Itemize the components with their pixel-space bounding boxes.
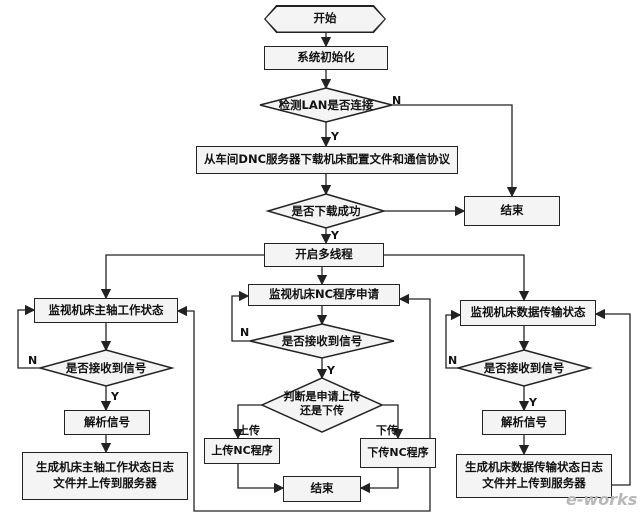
left-gen-label: 生成机床主轴工作状态日志文件并上传到服务器	[36, 460, 174, 490]
mid-recv-no-label: N	[240, 326, 250, 339]
start-terminal-outline: 开始	[264, 5, 386, 33]
download-label: 从车间DNC服务器下载机床配置文件和通信协议	[203, 152, 451, 167]
init-label: 系统初始化	[297, 50, 355, 65]
right-gen-label: 生成机床数据传输状态日志文件并上传到服务器	[465, 460, 603, 490]
upload-nc-box: 上传NC程序	[204, 438, 280, 464]
watermark-logo: e-works	[566, 490, 638, 509]
monitor-data-label: 监视机床数据传输状态	[470, 305, 586, 320]
diamond-left-recv	[37, 349, 175, 387]
right-recv-yes-label: Y	[529, 396, 537, 409]
monitor-nc-label: 监视机床NC程序申请	[268, 287, 380, 302]
left-parse-label: 解析信号	[84, 414, 130, 429]
diamond-mid-recv	[249, 323, 395, 359]
download-nc-box: 下传NC程序	[360, 438, 436, 468]
right-recv-label: 是否接收到信号	[483, 361, 565, 375]
end-mid-label: 结束	[310, 481, 334, 496]
diamond-right-recv	[455, 349, 593, 387]
upload-branch-label: 上传	[238, 424, 260, 437]
left-recv-yes-label: Y	[111, 390, 119, 403]
left-parse-box: 解析信号	[64, 410, 150, 435]
start-label: 开始	[313, 11, 337, 26]
monitor-nc-box: 监视机床NC程序申请	[248, 284, 400, 306]
download-nc-label: 下传NC程序	[367, 445, 429, 459]
right-parse-label: 解析信号	[501, 414, 547, 429]
download-branch-label: 下传	[376, 424, 398, 437]
multithread-label: 开启多线程	[295, 247, 353, 262]
diamond-download-ok	[265, 193, 387, 229]
mid-judge-label: 判断是申请上传还是下传	[283, 390, 361, 418]
mid-recv-yes-label: Y	[327, 364, 335, 377]
monitor-spindle-label: 监视机床主轴工作状态	[48, 302, 164, 317]
left-recv-label: 是否接收到信号	[65, 361, 147, 375]
download-ok-yes-label: Y	[331, 229, 339, 242]
right-gen-box: 生成机床数据传输状态日志文件并上传到服务器	[456, 454, 612, 498]
right-recv-no-label: N	[448, 354, 458, 367]
download-ok-label: 是否下载成功	[291, 204, 361, 218]
end-mid-box: 结束	[283, 476, 361, 502]
right-parse-box: 解析信号	[482, 410, 566, 435]
check-lan-no-label: N	[392, 94, 402, 107]
start-terminal: 开始	[265, 6, 385, 32]
check-lan-label: 检测LAN是否连接	[278, 98, 374, 112]
monitor-data-box: 监视机床数据传输状态	[460, 300, 596, 326]
download-box: 从车间DNC服务器下载机床配置文件和通信协议	[196, 146, 458, 174]
diamond-check-lan	[259, 87, 393, 123]
upload-nc-label: 上传NC程序	[211, 443, 273, 457]
multithread-box: 开启多线程	[264, 243, 384, 267]
end-main-label: 结束	[500, 203, 524, 218]
monitor-spindle-box: 监视机床主轴工作状态	[34, 298, 178, 323]
left-recv-no-label: N	[28, 354, 38, 367]
check-lan-yes-label: Y	[331, 130, 339, 143]
init-box: 系统初始化	[264, 46, 388, 70]
end-main-box: 结束	[464, 196, 560, 226]
left-gen-box: 生成机床主轴工作状态日志文件并上传到服务器	[22, 452, 188, 500]
diamond-mid-judge	[260, 377, 384, 433]
mid-recv-label: 是否接收到信号	[281, 334, 363, 348]
